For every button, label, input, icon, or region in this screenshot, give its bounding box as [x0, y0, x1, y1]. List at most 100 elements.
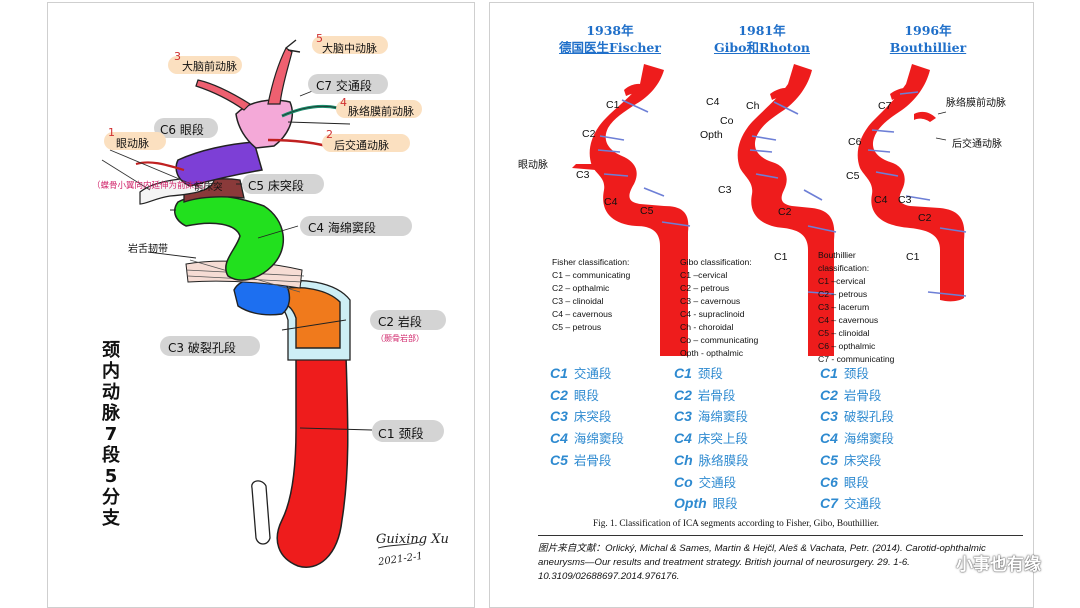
figure-caption: Fig. 1. Classification of ICA segments a…	[593, 519, 879, 529]
branch-4-label: 脉络膜前动脉	[348, 105, 414, 118]
bouthillier-cls-item: C7 - communicating	[818, 354, 895, 364]
branch-3-number: 3	[174, 50, 181, 63]
label-bg	[372, 420, 444, 442]
sphenoid-note: （蝶骨小翼向内延伸为前床突）	[92, 181, 212, 191]
fischer-author: 德国医生Fischer	[559, 40, 661, 55]
gibo-co: Co	[720, 115, 734, 127]
gibo-vessel	[737, 64, 835, 356]
branch-4-number: 4	[340, 96, 347, 109]
gibo-classification: Gibo classification: C1 –cervical C2 – p…	[680, 256, 758, 360]
bouthillier-classification: Bouthillier classification: C1 –cervical…	[818, 249, 894, 366]
gibo-header: 1981年 Gibo和Rhoton	[704, 22, 820, 56]
signature: Guixing Xu	[376, 532, 449, 547]
segment-dividers	[597, 91, 967, 297]
label-bg	[300, 216, 412, 236]
label-bg	[312, 36, 388, 54]
bone-fragment	[251, 480, 271, 545]
gibo-author: Gibo和Rhoton	[713, 40, 810, 55]
bouthillier-c5: C5	[846, 170, 860, 182]
bouthillier-header: 1996年 Bouthillier	[872, 22, 984, 56]
c2-label: C2 岩段	[378, 315, 422, 329]
gibo-cls-item: Opth - opthalmic	[680, 348, 744, 358]
c4-cavernous-segment	[173, 194, 285, 281]
bouthillier-cls-title: Bouthillier	[818, 250, 856, 260]
fischer-header: 1938年 德国医生Fischer	[548, 22, 672, 56]
label-bg	[160, 336, 260, 356]
branch-2-number: 2	[326, 128, 333, 141]
fischer-cls-item: C5 – petrous	[552, 322, 602, 332]
bouthillier-c3: C3	[898, 194, 912, 206]
bouthillier-c1: C1	[906, 251, 920, 263]
fischer-classification: Fisher classification: C1 – communicatin…	[552, 256, 630, 334]
c1-label: C1 颈段	[378, 426, 424, 441]
gibo-c3: C3	[718, 184, 732, 196]
vertical-title: 颈内动脉7段5分支	[102, 340, 120, 529]
gibo-c2: C2	[778, 206, 792, 218]
fischer-cls-item: C4 – cavernous	[552, 309, 613, 319]
fischer-cls-item: C3 – clinoidal	[552, 296, 604, 306]
mca-branch	[267, 47, 293, 105]
c6-label: C6 眼段	[160, 123, 204, 137]
fischer-c1: C1	[606, 99, 620, 111]
bouthillier-c2: C2	[918, 212, 932, 224]
c2-note: （颞骨岩部）	[376, 334, 424, 343]
anterior-clinoid-label: 前床突	[194, 182, 223, 193]
gibo-cls-title: Gibo classification:	[680, 257, 752, 267]
label-bg	[104, 132, 166, 150]
c4-label: C4 海绵窦段	[308, 221, 376, 235]
c7-label: C7 交通段	[316, 79, 372, 93]
bouthillier-cls-item: C1 –cervical	[818, 276, 866, 286]
gibo-cls-item: C1 –cervical	[680, 270, 728, 280]
gibo-ch: Ch	[746, 100, 760, 112]
branch-5-number: 5	[316, 32, 323, 45]
bouthillier-c4: C4	[874, 194, 888, 206]
bouthillier-cls-item: C3 – lacerum	[818, 302, 870, 312]
fischer-cls-item: C1 – communicating	[552, 270, 631, 280]
gibo-c4: C4	[706, 96, 720, 108]
bouthillier-acha: 脉络膜前动脉	[946, 98, 1006, 109]
gibo-cls-item: Ch - choroidal	[680, 322, 734, 332]
fischer-c3: C3	[576, 169, 590, 181]
bouthillier-pcoma: 后交通动脉	[952, 139, 1002, 150]
bouthillier-c7: C7	[878, 100, 892, 112]
gibo-cls-item: Co – communicating	[680, 335, 759, 345]
c1-cervical-segment	[276, 355, 349, 568]
branch-2-label: 后交通动脉	[334, 139, 389, 152]
bouthillier-c6: C6	[848, 136, 862, 148]
bouthillier-author: Bouthillier	[889, 40, 967, 55]
bouthillier-vessel	[857, 64, 965, 302]
fischer-cls-title: Fisher classification:	[552, 257, 630, 267]
branch-3-label: 大脑前动脉	[182, 60, 237, 73]
bouthillier-cls-item: C2 – petrous	[818, 289, 868, 299]
bouthillier-cls-item: C6 – opthalmic	[818, 341, 876, 351]
branch-1-label: 眼动脉	[116, 137, 149, 150]
fischer-ophthalmic: 眼动脉	[518, 160, 548, 171]
gibo-c1: C1	[774, 251, 788, 263]
c6-ophthalmic-segment	[175, 141, 263, 187]
watermark: 小事也有缘	[956, 555, 1041, 575]
gibo-year: 1981年	[738, 23, 786, 38]
fischer-vessel	[572, 64, 689, 356]
fischer-cls-item: C2 – opthalmic	[552, 283, 610, 293]
label-bg	[168, 56, 242, 74]
label-bg	[242, 174, 324, 194]
fischer-c2: C2	[582, 128, 596, 140]
